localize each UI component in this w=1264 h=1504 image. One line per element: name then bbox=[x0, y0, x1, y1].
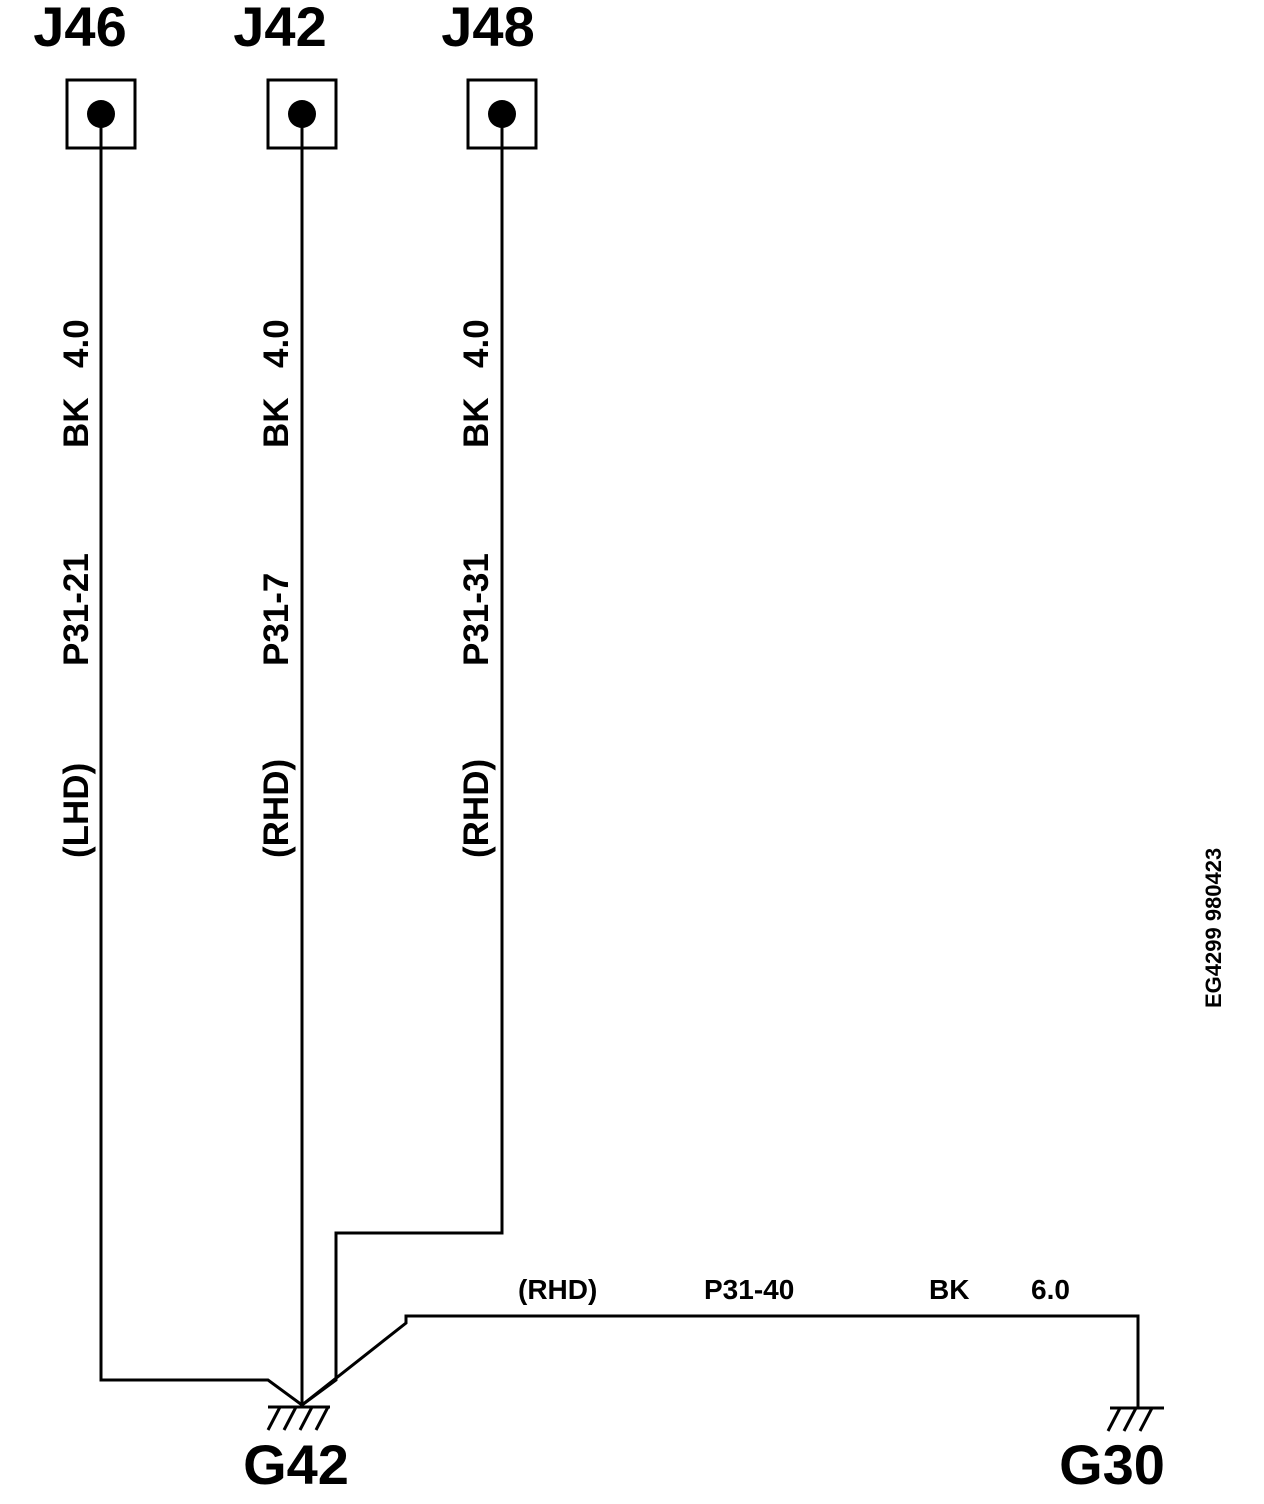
ground-g30-icon bbox=[1106, 1406, 1164, 1432]
ground-g42-icon bbox=[266, 1405, 330, 1431]
wire-side-j42: (RHD) bbox=[257, 759, 296, 858]
bottom-wire-color: BK bbox=[929, 1274, 969, 1305]
wire-circuit-j42: P31-7 bbox=[257, 573, 296, 666]
wire-g42-g30 bbox=[299, 1314, 1140, 1410]
bottom-wire-gauge: 6.0 bbox=[1031, 1274, 1070, 1305]
connector-label-j46: J46 bbox=[33, 0, 126, 58]
reference-code: EG4299 980423 bbox=[1201, 848, 1226, 1008]
wire-color-j48: BK bbox=[457, 397, 496, 448]
connector-label-j48: J48 bbox=[441, 0, 534, 58]
wire-color-j46: BK bbox=[57, 397, 96, 448]
pin-dot-icon bbox=[288, 100, 316, 128]
wire-gauge-j42: 4.0 bbox=[257, 319, 296, 368]
wire-circuit-j48: P31-31 bbox=[457, 553, 496, 666]
ground-label-g42: G42 bbox=[243, 1433, 349, 1496]
wire-gauge-j46: 4.0 bbox=[57, 319, 96, 368]
wire-circuit-j46: P31-21 bbox=[57, 553, 96, 666]
connector-label-j42: J42 bbox=[233, 0, 326, 58]
bottom-wire-side: (RHD) bbox=[518, 1274, 597, 1305]
bottom-wire-circuit: P31-40 bbox=[704, 1274, 794, 1305]
wire-side-j46: (LHD) bbox=[57, 763, 96, 858]
ground-label-g30: G30 bbox=[1059, 1433, 1165, 1496]
pin-dot-icon bbox=[87, 100, 115, 128]
wire-color-j42: BK bbox=[257, 397, 296, 448]
wire-j46 bbox=[99, 126, 305, 1408]
wire-gauge-j48: 4.0 bbox=[457, 319, 496, 368]
pin-dot-icon bbox=[488, 100, 516, 128]
wire-side-j48: (RHD) bbox=[457, 759, 496, 858]
